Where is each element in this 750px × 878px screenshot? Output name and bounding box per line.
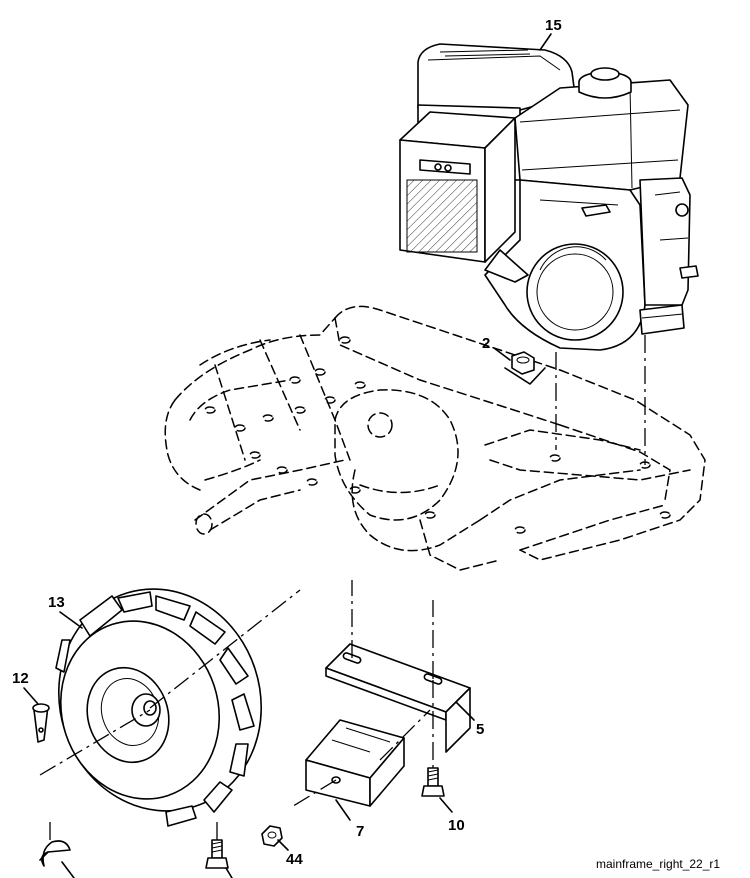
hex-bolt-right: 10	[421, 767, 465, 834]
callout-wheel: 13	[48, 594, 65, 611]
weight-bracket: 5	[325, 580, 484, 770]
flange-nut: 2	[482, 335, 546, 385]
tire-wheel: 13	[39, 588, 301, 827]
callout-washer-nut: 44	[286, 851, 303, 868]
mainframe-outline	[164, 305, 706, 571]
callout-engine: 15	[545, 17, 562, 34]
callout-bracket: 5	[476, 721, 484, 738]
callout-hairpin: 1	[78, 875, 86, 878]
diagram-caption: mainframe_right_22_r1	[596, 857, 720, 871]
callout-pin: 12	[12, 670, 29, 687]
hairpin-clip: 1	[39, 822, 86, 878]
wheel-weight: 7	[289, 709, 431, 840]
lock-nut: 44	[261, 825, 303, 868]
hex-bolt-left	[205, 820, 233, 878]
engine: 15	[399, 17, 699, 351]
callout-weight: 7	[356, 823, 364, 840]
callout-nut: 2	[482, 335, 490, 352]
clevis-pin: 12	[12, 670, 50, 743]
callout-bolt: 10	[448, 817, 465, 834]
